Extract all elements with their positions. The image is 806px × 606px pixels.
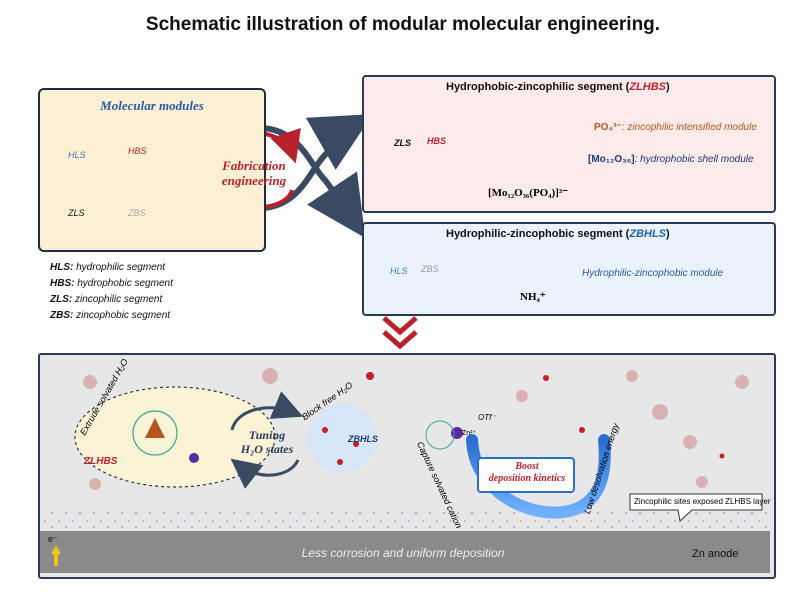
modules-heading: Molecular modules	[100, 98, 204, 113]
ammonium-formula: NH₄⁺	[520, 291, 546, 303]
boost-label: Boost deposition kinetics	[488, 461, 566, 484]
fabrication-line1: Fabrication	[222, 158, 286, 173]
zlhbs-piece-hbs: HBS	[427, 136, 447, 146]
bottom-zlhbs-label: ZLHBS	[84, 456, 118, 467]
zlhbs-title: Hydrophobic-zincophilic segment (ZLHBS)	[446, 81, 670, 93]
callout-label: Zincophilic sites exposed ZLHBS layer	[634, 497, 771, 506]
fabrication-line2: engineering	[221, 173, 287, 188]
piece-label-hls: HLS	[68, 150, 86, 160]
legend-item-zbs: ZBS: zincophobic segment	[50, 310, 171, 321]
zlhbs-box	[362, 75, 776, 213]
zbhls-box	[362, 222, 776, 316]
anode-label: Zn anode	[692, 548, 739, 560]
down-chevron-icon	[382, 316, 418, 350]
molecular-modules-box: Molecular modules	[38, 88, 266, 252]
fabrication-label: Fabrication engineering	[196, 158, 312, 188]
zbhls-piece-hls: HLS	[390, 266, 408, 276]
substrate-label: Less corrosion and uniform deposition	[301, 546, 505, 560]
piece-label-zls: ZLS	[68, 208, 85, 218]
legend-item-zls: ZLS: zincophilic segment	[50, 294, 163, 305]
piece-label-zbs: ZBS	[128, 208, 146, 218]
mo-module-label: [Mo₁₂O₃₆]: hydrophobic shell module	[588, 154, 754, 165]
tuning-label: Tuning H₂O states	[240, 428, 294, 456]
pom-formula: [Mo₁₂O₃₆(PO₄)]³⁻	[488, 187, 568, 199]
po4-module-label: PO₄³⁻: zincophilic intensified module	[594, 122, 757, 133]
zlhbs-piece-zls: ZLS	[394, 138, 411, 148]
legend-item-hls: HLS: hydrophilic segment	[50, 262, 166, 273]
electron-label: e⁻	[48, 534, 58, 544]
zn-ion-label: Zn²⁺	[462, 430, 477, 437]
zbhls-module-label: Hydrophilic-zincophobic module	[582, 268, 724, 279]
legend-item-hbs: HBS: hydrophobic segment	[50, 278, 173, 289]
zbhls-piece-zbs: ZBS	[421, 264, 439, 274]
piece-label-hbs: HBS	[128, 146, 147, 156]
zbhls-title: Hydrophilic-zincophobic segment (ZBHLS)	[446, 228, 670, 240]
otf-label: OTf⁻	[478, 413, 496, 422]
bottom-zbhls-label: ZBHLS	[348, 434, 378, 444]
page-title: Schematic illustration of modular molecu…	[145, 14, 661, 35]
